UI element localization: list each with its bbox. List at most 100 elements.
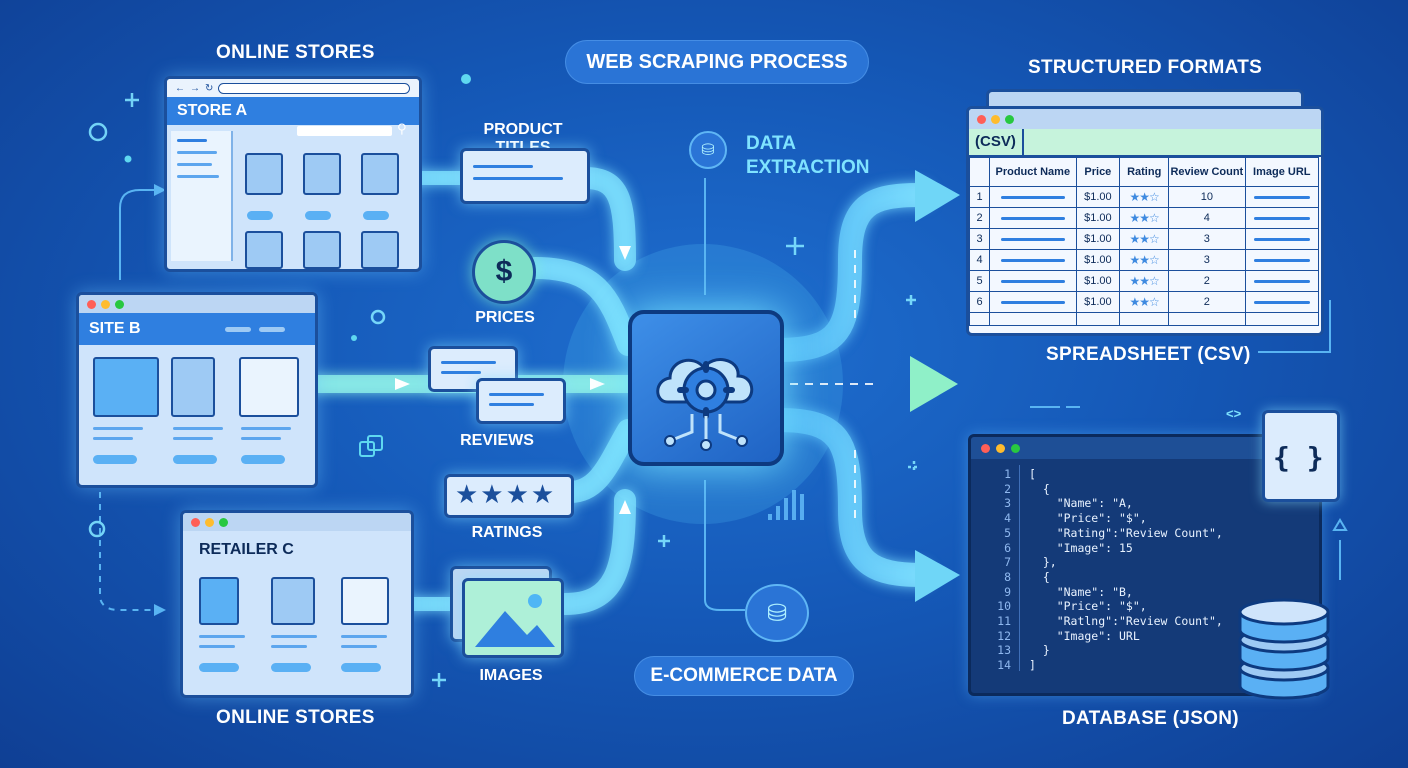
flow-to-json: [766, 408, 932, 587]
table-row[interactable]: 1$1.00★★☆10: [969, 186, 1320, 208]
data-extraction-icon: ⛁: [689, 131, 727, 169]
review-bubble-icon: [476, 378, 566, 424]
table-row[interactable]: 5$1.00★★☆2: [969, 270, 1320, 292]
site-b-window[interactable]: SITE B: [76, 292, 318, 488]
table-cell: 6: [969, 291, 991, 313]
column-header[interactable]: [969, 157, 991, 187]
deco-plus-1: [125, 93, 139, 107]
column-header[interactable]: Rating: [1119, 157, 1170, 187]
table-row[interactable]: 4$1.00★★☆3: [969, 249, 1320, 271]
landscape-image-icon: [462, 578, 564, 658]
deco-circle-3: [370, 309, 386, 325]
table-cell: [989, 186, 1077, 208]
table-cell: [1244, 291, 1320, 313]
spreadsheet-csv-label: SPREADSHEET (CSV): [1046, 344, 1251, 365]
site-b-name: SITE B: [89, 320, 141, 337]
connector-ecommerce: [704, 480, 745, 611]
dollar-icon: $: [472, 240, 536, 304]
table-cell: 4: [1168, 207, 1246, 229]
json-editor-titlebar: [971, 437, 1319, 459]
table-cell: 2: [969, 207, 991, 229]
deco-plus-4: [432, 673, 446, 687]
scraper-core[interactable]: [628, 310, 784, 466]
label-ratings: RATINGS: [471, 524, 543, 541]
deco-plus-6: [908, 461, 920, 473]
store-a-search-input[interactable]: [297, 126, 392, 136]
flow-titles: [574, 167, 636, 271]
table-cell: $1.00: [1075, 291, 1121, 313]
connector-a: [119, 189, 160, 280]
tshirt-icon[interactable]: [245, 231, 283, 269]
table-cell: ★★☆: [1119, 249, 1170, 271]
arrowhead-csv: [915, 170, 960, 222]
column-header[interactable]: Price: [1075, 157, 1121, 187]
product-image-tile[interactable]: [93, 357, 159, 417]
rating-stars-icon: ★★★★: [444, 474, 574, 518]
tshirt-icon[interactable]: [245, 153, 283, 195]
connector-c: [99, 480, 160, 611]
forward-icon[interactable]: →: [190, 82, 200, 94]
deco-dot-3: [351, 335, 357, 341]
json-file-icon: { }: [1262, 410, 1340, 502]
csv-tag: (CSV): [969, 129, 1024, 155]
tank-top-icon[interactable]: [303, 153, 341, 195]
connector-arrow-c: [154, 604, 166, 616]
table-cell: $1.00: [1075, 186, 1121, 208]
table-cell: [1244, 228, 1320, 250]
data-extraction-label-line2: EXTRACTION: [746, 157, 870, 178]
flow-images: [554, 489, 636, 615]
table-cell: $1.00: [1075, 228, 1121, 250]
table-cell: [1244, 186, 1320, 208]
shopping-cart-icon[interactable]: [239, 357, 299, 417]
page-title: WEB SCRAPING PROCESS: [565, 40, 869, 84]
search-icon[interactable]: ⚲: [397, 121, 407, 136]
arrowhead-small-3: [619, 246, 631, 260]
column-header[interactable]: Product Name: [989, 157, 1077, 187]
heading-structured-formats: STRUCTURED FORMATS: [1028, 57, 1263, 78]
ecommerce-data-label: E-COMMERCE DATA: [634, 656, 854, 696]
table-cell: 4: [969, 249, 991, 271]
table-cell: [1244, 207, 1320, 229]
json-code[interactable]: [ { "Name": "A, "Price": "$", "Rating":"…: [1029, 467, 1223, 673]
tshirt-icon[interactable]: [361, 153, 399, 195]
reload-icon[interactable]: ↻: [205, 82, 214, 94]
product-titles-card: [460, 148, 590, 204]
deco-plus-5: [906, 295, 916, 305]
tshirt-icon[interactable]: [171, 357, 215, 417]
retailer-c-window[interactable]: RETAILER C: [180, 510, 414, 698]
tshirt-icon[interactable]: [271, 577, 315, 625]
deco-circle-2: [88, 520, 106, 538]
deco-dot-1: [461, 74, 471, 84]
table-row[interactable]: 3$1.00★★☆3: [969, 228, 1320, 250]
arrowhead-middle: [910, 356, 958, 412]
table-row[interactable]: 6$1.00★★☆2: [969, 291, 1320, 313]
column-header[interactable]: Review Count: [1168, 157, 1246, 187]
table-cell: $1.00: [1075, 207, 1121, 229]
arrowhead-json: [915, 550, 960, 602]
label-images: IMAGES: [479, 667, 543, 684]
retailer-c-titlebar: [183, 513, 411, 531]
table-row[interactable]: 2$1.00★★☆4: [969, 207, 1320, 229]
store-a-sidebar: [171, 131, 233, 261]
table-cell: 3: [1168, 249, 1246, 271]
tshirt-icon[interactable]: [361, 231, 399, 269]
data-extraction-label: DATA EXTRACTION: [746, 132, 870, 180]
product-image-tile[interactable]: [199, 577, 239, 625]
csv-tag-bar: (CSV): [969, 129, 1321, 157]
address-bar[interactable]: [218, 82, 411, 94]
table-cell: 5: [969, 270, 991, 292]
shopping-bag-icon[interactable]: [341, 577, 389, 625]
data-extraction-label-line1: DATA: [746, 133, 796, 154]
connector-arrow-up: [1332, 518, 1348, 531]
table-cell: [989, 249, 1077, 271]
store-a-header: STORE A ⚲: [167, 97, 419, 136]
table-cell: 2: [1168, 270, 1246, 292]
table-cell: [1244, 249, 1320, 271]
tshirt-icon[interactable]: [303, 231, 341, 269]
store-a-window[interactable]: ← → ↻ STORE A ⚲: [164, 76, 422, 272]
column-header[interactable]: Image URL: [1244, 157, 1320, 187]
database-stack-icon: [1236, 590, 1332, 704]
back-icon[interactable]: ←: [175, 82, 185, 94]
